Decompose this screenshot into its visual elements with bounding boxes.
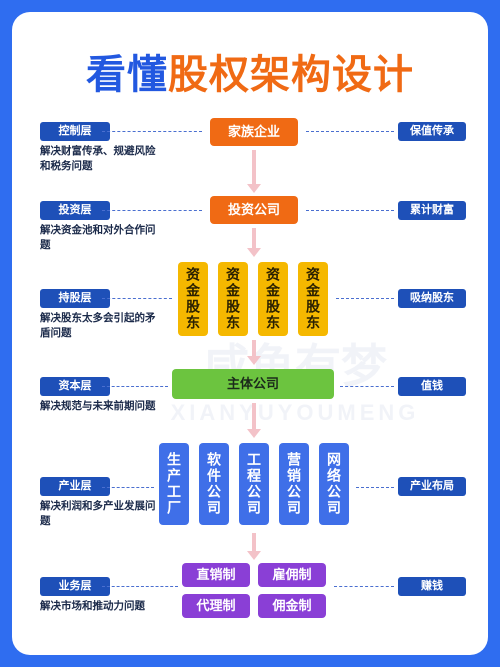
node-marketing-company: 营销公司	[279, 443, 309, 525]
flow-arrow	[247, 403, 261, 441]
connector-left	[102, 586, 178, 587]
watermark-en: XIANYUYOUMENG	[170, 400, 420, 425]
title-part2: 股权架构设计	[168, 53, 414, 97]
node-capital-shareholder: 资金股东	[218, 262, 248, 336]
node-factory: 生产工厂	[159, 443, 189, 525]
connector-left	[102, 210, 202, 211]
node-capital-shareholder: 资金股东	[258, 262, 288, 336]
flow-arrow	[247, 340, 261, 368]
node-capital-shareholder: 资金股东	[298, 262, 328, 336]
layer-desc-industry: 解决利润和多产业发展问题	[40, 500, 156, 527]
connector-right	[356, 487, 394, 488]
layer-desc-control: 解决财富传承、规避风险和税务问题	[40, 145, 156, 172]
layer-tag-control: 控制层	[40, 122, 110, 141]
node-capital-shareholder: 资金股东	[178, 262, 208, 336]
value-tag-capital: 值钱	[398, 377, 466, 396]
connector-right	[306, 131, 394, 132]
layer-desc-capital: 解决规范与未来前期问题	[40, 400, 156, 412]
connector-left	[102, 298, 172, 299]
page-title: 看懂股权架构设计	[0, 42, 500, 100]
layer-tag-holding: 持股层	[40, 289, 110, 308]
layer-desc-holding: 解决股东太多会引起的矛盾问题	[40, 312, 156, 339]
connector-right	[334, 586, 394, 587]
layer-tag-capital: 资本层	[40, 377, 110, 396]
node-software-company: 软件公司	[199, 443, 229, 525]
node-investment-company: 投资公司	[210, 196, 298, 224]
node-commission: 佣金制	[258, 594, 326, 618]
connector-right	[340, 386, 394, 387]
layer-desc-business: 解决市场和推动力问题	[40, 600, 145, 612]
value-tag-industry: 产业布局	[398, 477, 466, 496]
layer-tag-business: 业务层	[40, 577, 110, 596]
connector-right	[336, 298, 394, 299]
connector-left	[102, 487, 154, 488]
flow-arrow	[247, 228, 261, 260]
title-part1: 看懂	[86, 53, 168, 97]
layer-tag-industry: 产业层	[40, 477, 110, 496]
node-family-enterprise: 家族企业	[210, 118, 298, 146]
node-network-company: 网络公司	[319, 443, 349, 525]
node-engineering-company: 工程公司	[239, 443, 269, 525]
node-direct-sales: 直销制	[182, 563, 250, 587]
flow-arrow	[247, 150, 261, 196]
value-tag-control: 保值传承	[398, 122, 466, 141]
connector-right	[306, 210, 394, 211]
flow-arrow	[247, 533, 261, 563]
node-main-company: 主体公司	[172, 369, 334, 399]
layer-desc-invest: 解决资金池和对外合作问题	[40, 224, 156, 251]
node-employment: 雇佣制	[258, 563, 326, 587]
connector-left	[102, 386, 168, 387]
layer-tag-invest: 投资层	[40, 201, 110, 220]
node-agency: 代理制	[182, 594, 250, 618]
connector-left	[102, 131, 202, 132]
value-tag-holding: 吸纳股东	[398, 289, 466, 308]
value-tag-invest: 累计财富	[398, 201, 466, 220]
value-tag-business: 赚钱	[398, 577, 466, 596]
